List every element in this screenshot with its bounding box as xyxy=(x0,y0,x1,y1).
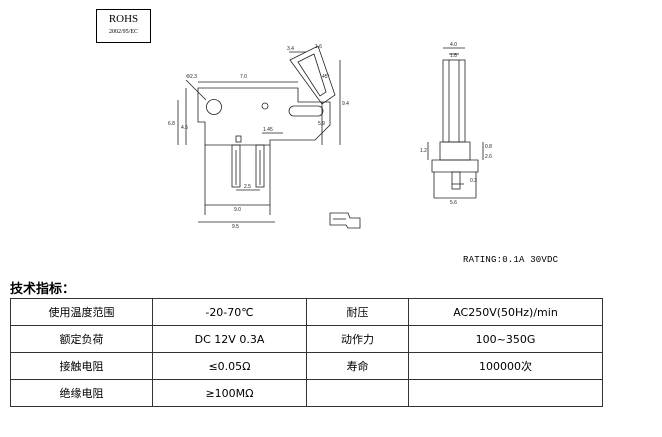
spec-label: 耐压 xyxy=(306,298,409,326)
spec-table: 使用温度范围 -20-70℃ 耐压 AC250V(50Hz)/min 额定负荷 … xyxy=(10,298,603,407)
spec-label: 绝缘电阻 xyxy=(10,379,153,407)
spec-section-title: 技术指标： xyxy=(10,282,76,297)
spec-value: DC 12V 0.3A xyxy=(152,325,307,353)
spec-value xyxy=(408,379,603,407)
spec-value: 100000次 xyxy=(408,352,603,380)
dim-6-8: 6.8 xyxy=(168,121,175,127)
dim-3-4: 3.4 xyxy=(287,46,294,52)
spec-label xyxy=(306,379,409,407)
drawing-canvas: 3.4 1.6 7.0 Φ2.3 45° 6.8 4.5 9.4 5.9 1.4… xyxy=(168,42,492,230)
table-row: 接触电阻 ≤0.05Ω 寿命 100000次 xyxy=(10,352,603,380)
spec-label: 动作力 xyxy=(306,325,409,353)
rohs-subtitle: 2002/95/EC xyxy=(108,29,138,35)
spec-value: -20-70℃ xyxy=(152,298,307,326)
spec-label: 使用温度范围 xyxy=(10,298,153,326)
dim-1-45: 1.45 xyxy=(263,127,273,133)
technical-drawing: 3.4 1.6 7.0 Φ2.3 45° 6.8 4.5 9.4 5.9 1.4… xyxy=(96,9,559,265)
table-row: 额定负荷 DC 12V 0.3A 动作力 100~350G xyxy=(10,325,603,353)
side-view xyxy=(427,47,484,199)
spec-label: 额定负荷 xyxy=(10,325,153,353)
dim-5-9: 5.9 xyxy=(318,121,325,127)
rating-text: RATING:0.1A 30VDC xyxy=(463,255,559,265)
dim-7-0: 7.0 xyxy=(240,74,247,80)
dim-5-6: 5.6 xyxy=(450,200,457,206)
rohs-title: ROHS xyxy=(108,13,139,25)
table-row: 使用温度范围 -20-70℃ 耐压 AC250V(50Hz)/min xyxy=(10,298,603,326)
dim-0-3: 0.3 xyxy=(470,178,477,184)
dim-1-6: 1.6 xyxy=(315,44,322,50)
spec-value: ≥100MΩ xyxy=(152,379,307,407)
dim-1-8: 1.8 xyxy=(450,53,457,59)
dim-45-degree: 45° xyxy=(322,74,330,80)
rohs-label: ROHS 2002/95/EC xyxy=(96,9,151,43)
spec-label: 寿命 xyxy=(306,352,409,380)
dim-4-0: 4.0 xyxy=(450,42,457,48)
dim-2-6: 2.6 xyxy=(485,154,492,160)
dim-2-5: 2.5 xyxy=(244,184,251,190)
small-part-view xyxy=(329,212,361,229)
spec-value: 100~350G xyxy=(408,325,603,353)
dim-9-4: 9.4 xyxy=(342,101,349,107)
table-row: 绝缘电阻 ≥100MΩ xyxy=(10,379,603,407)
dim-1-2: 1.2 xyxy=(420,148,427,154)
spec-label: 接触电阻 xyxy=(10,352,153,380)
dim-9-5: 9.5 xyxy=(232,224,239,230)
front-view xyxy=(177,45,341,223)
dim-9-0: 9.0 xyxy=(234,207,241,213)
spec-value: ≤0.05Ω xyxy=(152,352,307,380)
spec-value: AC250V(50Hz)/min xyxy=(408,298,603,326)
dim-phi-2-3: Φ2.3 xyxy=(186,74,197,80)
dim-0-8: 0.8 xyxy=(485,144,492,150)
dim-4-5: 4.5 xyxy=(181,125,188,131)
